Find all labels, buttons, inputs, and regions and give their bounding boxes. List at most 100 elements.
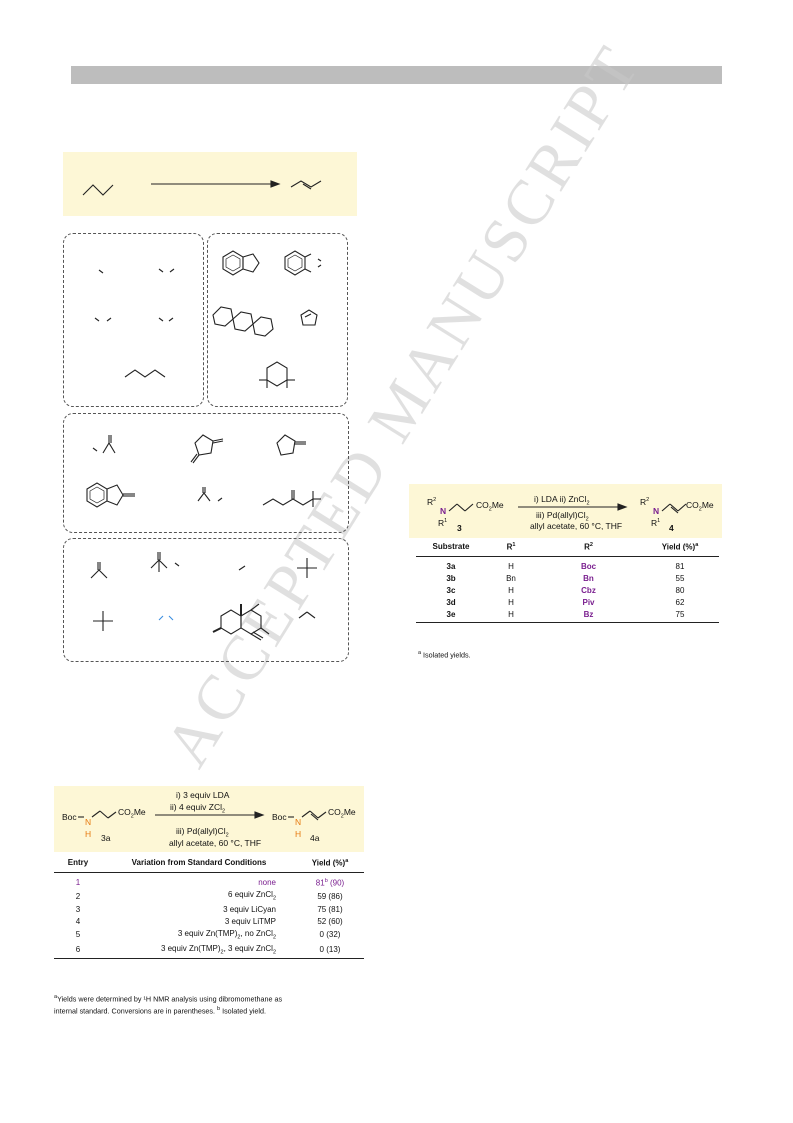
table-row: 2 6 equiv ZnCl2 59 (86) xyxy=(54,889,364,904)
table2-yield: 55 xyxy=(675,573,685,583)
table1-entry: 3 xyxy=(75,904,81,914)
table-row: 3c H Cbz 80 xyxy=(416,584,719,596)
table1-scheme-panel xyxy=(54,786,364,852)
table2-r2: Piv xyxy=(582,597,595,607)
table1-variation: 3 equiv LiCyan xyxy=(223,904,276,914)
table1-yield: 0 (13) xyxy=(296,942,364,960)
substrate-box-1 xyxy=(63,233,204,407)
table1-reagent-line1: i) 3 equiv LDA xyxy=(176,790,230,800)
table2-header-yield: Yield (%)a xyxy=(641,540,719,557)
table2-yield: 81 xyxy=(675,561,685,571)
table1-variation: none xyxy=(258,877,276,887)
table2-r2: Bz xyxy=(536,608,641,623)
table1-header-variation: Variation from Standard Conditions xyxy=(102,856,296,873)
table2: Substrate R1 R2 Yield (%)a 3a H Boc 81 3… xyxy=(416,540,719,623)
table2-substrate: 3a xyxy=(446,561,456,571)
table2-pr-ester: CO2Me xyxy=(686,500,714,513)
structure-fragments-box1 xyxy=(94,268,175,378)
table1-variation: 3 equiv LiTMP xyxy=(224,916,276,926)
header-bar xyxy=(71,66,722,84)
table1-sm-ester: CO2Me xyxy=(118,807,146,820)
table1-sm-h: H xyxy=(85,829,92,839)
substrate-box-3 xyxy=(63,413,349,533)
table2-pr-chain xyxy=(661,503,687,514)
structure-alkenes-box3 xyxy=(86,434,321,508)
table2-yield: 62 xyxy=(675,597,685,607)
structure-alkenes-box4 xyxy=(90,552,317,641)
table2-r1: H xyxy=(508,561,514,571)
table2-r1: H xyxy=(508,585,514,595)
table2-header-substrate: Substrate xyxy=(416,540,486,557)
table2-pr-label: 4 xyxy=(669,523,674,533)
table1-sm-n: N xyxy=(85,817,92,827)
table2-sm-r2: R2 xyxy=(427,497,437,507)
structure-aromatics-box2 xyxy=(212,250,322,388)
table2-sm-chain xyxy=(448,503,474,512)
table1-pr-boc: Boc xyxy=(272,812,287,822)
table1-reagent-line4: allyl acetate, 60 °C, THF xyxy=(169,838,262,848)
table1-yield: 0 (32) xyxy=(319,930,341,940)
table2-substrate: 3c xyxy=(446,585,456,595)
table1-variation: 3 equiv Zn(TMP)2, 3 equiv ZnCl2 xyxy=(102,942,296,960)
table1-entry: 5 xyxy=(75,930,81,940)
table1-sm-chain xyxy=(78,810,117,819)
table1-entry: 4 xyxy=(75,916,81,926)
table2-sm-label: 3 xyxy=(457,523,462,533)
table2-footnote: a Isolated yields. xyxy=(418,650,471,660)
table1-entry: 1 xyxy=(75,877,81,887)
table2-pr-n: N xyxy=(653,506,660,516)
table1-yield: 59 (86) xyxy=(317,891,343,901)
table2-r1: H xyxy=(486,608,536,623)
substrate-box-4 xyxy=(63,538,349,662)
table2-yield: 75 xyxy=(641,608,719,623)
table2-r2: Bn xyxy=(583,573,594,583)
table2-header-r1: R1 xyxy=(486,540,536,557)
table1-pr-label: 4a xyxy=(310,833,320,843)
table2-header-row: Substrate R1 R2 Yield (%)a xyxy=(416,540,719,557)
table1-reagent-line3: iii) Pd(allyl)Cl2 xyxy=(176,826,229,839)
table-row: 4 3 equiv LiTMP 52 (60) xyxy=(54,915,364,927)
table2-r2: Cbz xyxy=(581,585,596,595)
table-row: 3 3 equiv LiCyan 75 (81) xyxy=(54,903,364,915)
table1-header-row: Entry Variation from Standard Conditions… xyxy=(54,856,364,873)
table1-pr-chain xyxy=(288,810,327,821)
table1-sm-label: 3a xyxy=(101,833,111,843)
table2-pr-r1: R1 xyxy=(651,518,661,528)
table2-r2: Boc xyxy=(580,561,597,571)
table-row: 6 3 equiv Zn(TMP)2, 3 equiv ZnCl2 0 (13) xyxy=(54,942,364,960)
table2-sm-ester: CO2Me xyxy=(476,500,504,513)
table1-pr-n: N xyxy=(295,817,302,827)
scheme-overview-graphic xyxy=(82,180,322,196)
substrate-box-2 xyxy=(207,233,348,407)
table1-sm-boc: Boc xyxy=(62,812,77,822)
table1-entry: 2 xyxy=(75,891,81,901)
table2-r1: H xyxy=(508,597,514,607)
table2-header-r2: R2 xyxy=(536,540,641,557)
table2-sm-r1: R1 xyxy=(438,518,448,528)
table1-pr-ester: CO2Me xyxy=(328,807,356,820)
table1-pr-h: H xyxy=(295,829,302,839)
table1-footnote: aYields were determined by ¹H NMR analys… xyxy=(54,994,283,1016)
table1-reagent-line2: ii) 4 equiv ZCl2 xyxy=(170,802,226,815)
table1-header-entry: Entry xyxy=(54,856,102,873)
table1-variation: 6 equiv ZnCl2 xyxy=(228,890,276,902)
table1-yield: 81b (90) xyxy=(315,877,345,888)
table1-yield: 52 (60) xyxy=(317,916,343,926)
table1-yield: 75 (81) xyxy=(317,904,343,914)
table-row: 3d H Piv 62 xyxy=(416,596,719,608)
table2-substrate: 3d xyxy=(446,597,456,607)
table2-reagent-line1: i) LDA ii) ZnCl2 xyxy=(534,494,590,507)
table2-sm-n: N xyxy=(440,506,447,516)
table2-r1: Bn xyxy=(506,573,516,583)
table2-reagent-line2: iii) Pd(allyl)Cl2 xyxy=(536,510,589,523)
table-row: 3b Bn Bn 55 xyxy=(416,572,719,584)
table-row: 1 none 81b (90) xyxy=(54,872,364,889)
table1-entry: 6 xyxy=(54,942,102,960)
table2-pr-r2: R2 xyxy=(640,497,650,507)
table2-reagent-line3: allyl acetate, 60 °C, THF xyxy=(530,521,623,531)
table1-reaction-arrow xyxy=(155,811,265,819)
table2-reaction-arrow xyxy=(518,503,628,511)
table2-scheme-panel xyxy=(409,484,722,538)
table2-substrate: 3e xyxy=(416,608,486,623)
table-row: 5 3 equiv Zn(TMP)2, no ZnCl2 0 (32) xyxy=(54,927,364,942)
